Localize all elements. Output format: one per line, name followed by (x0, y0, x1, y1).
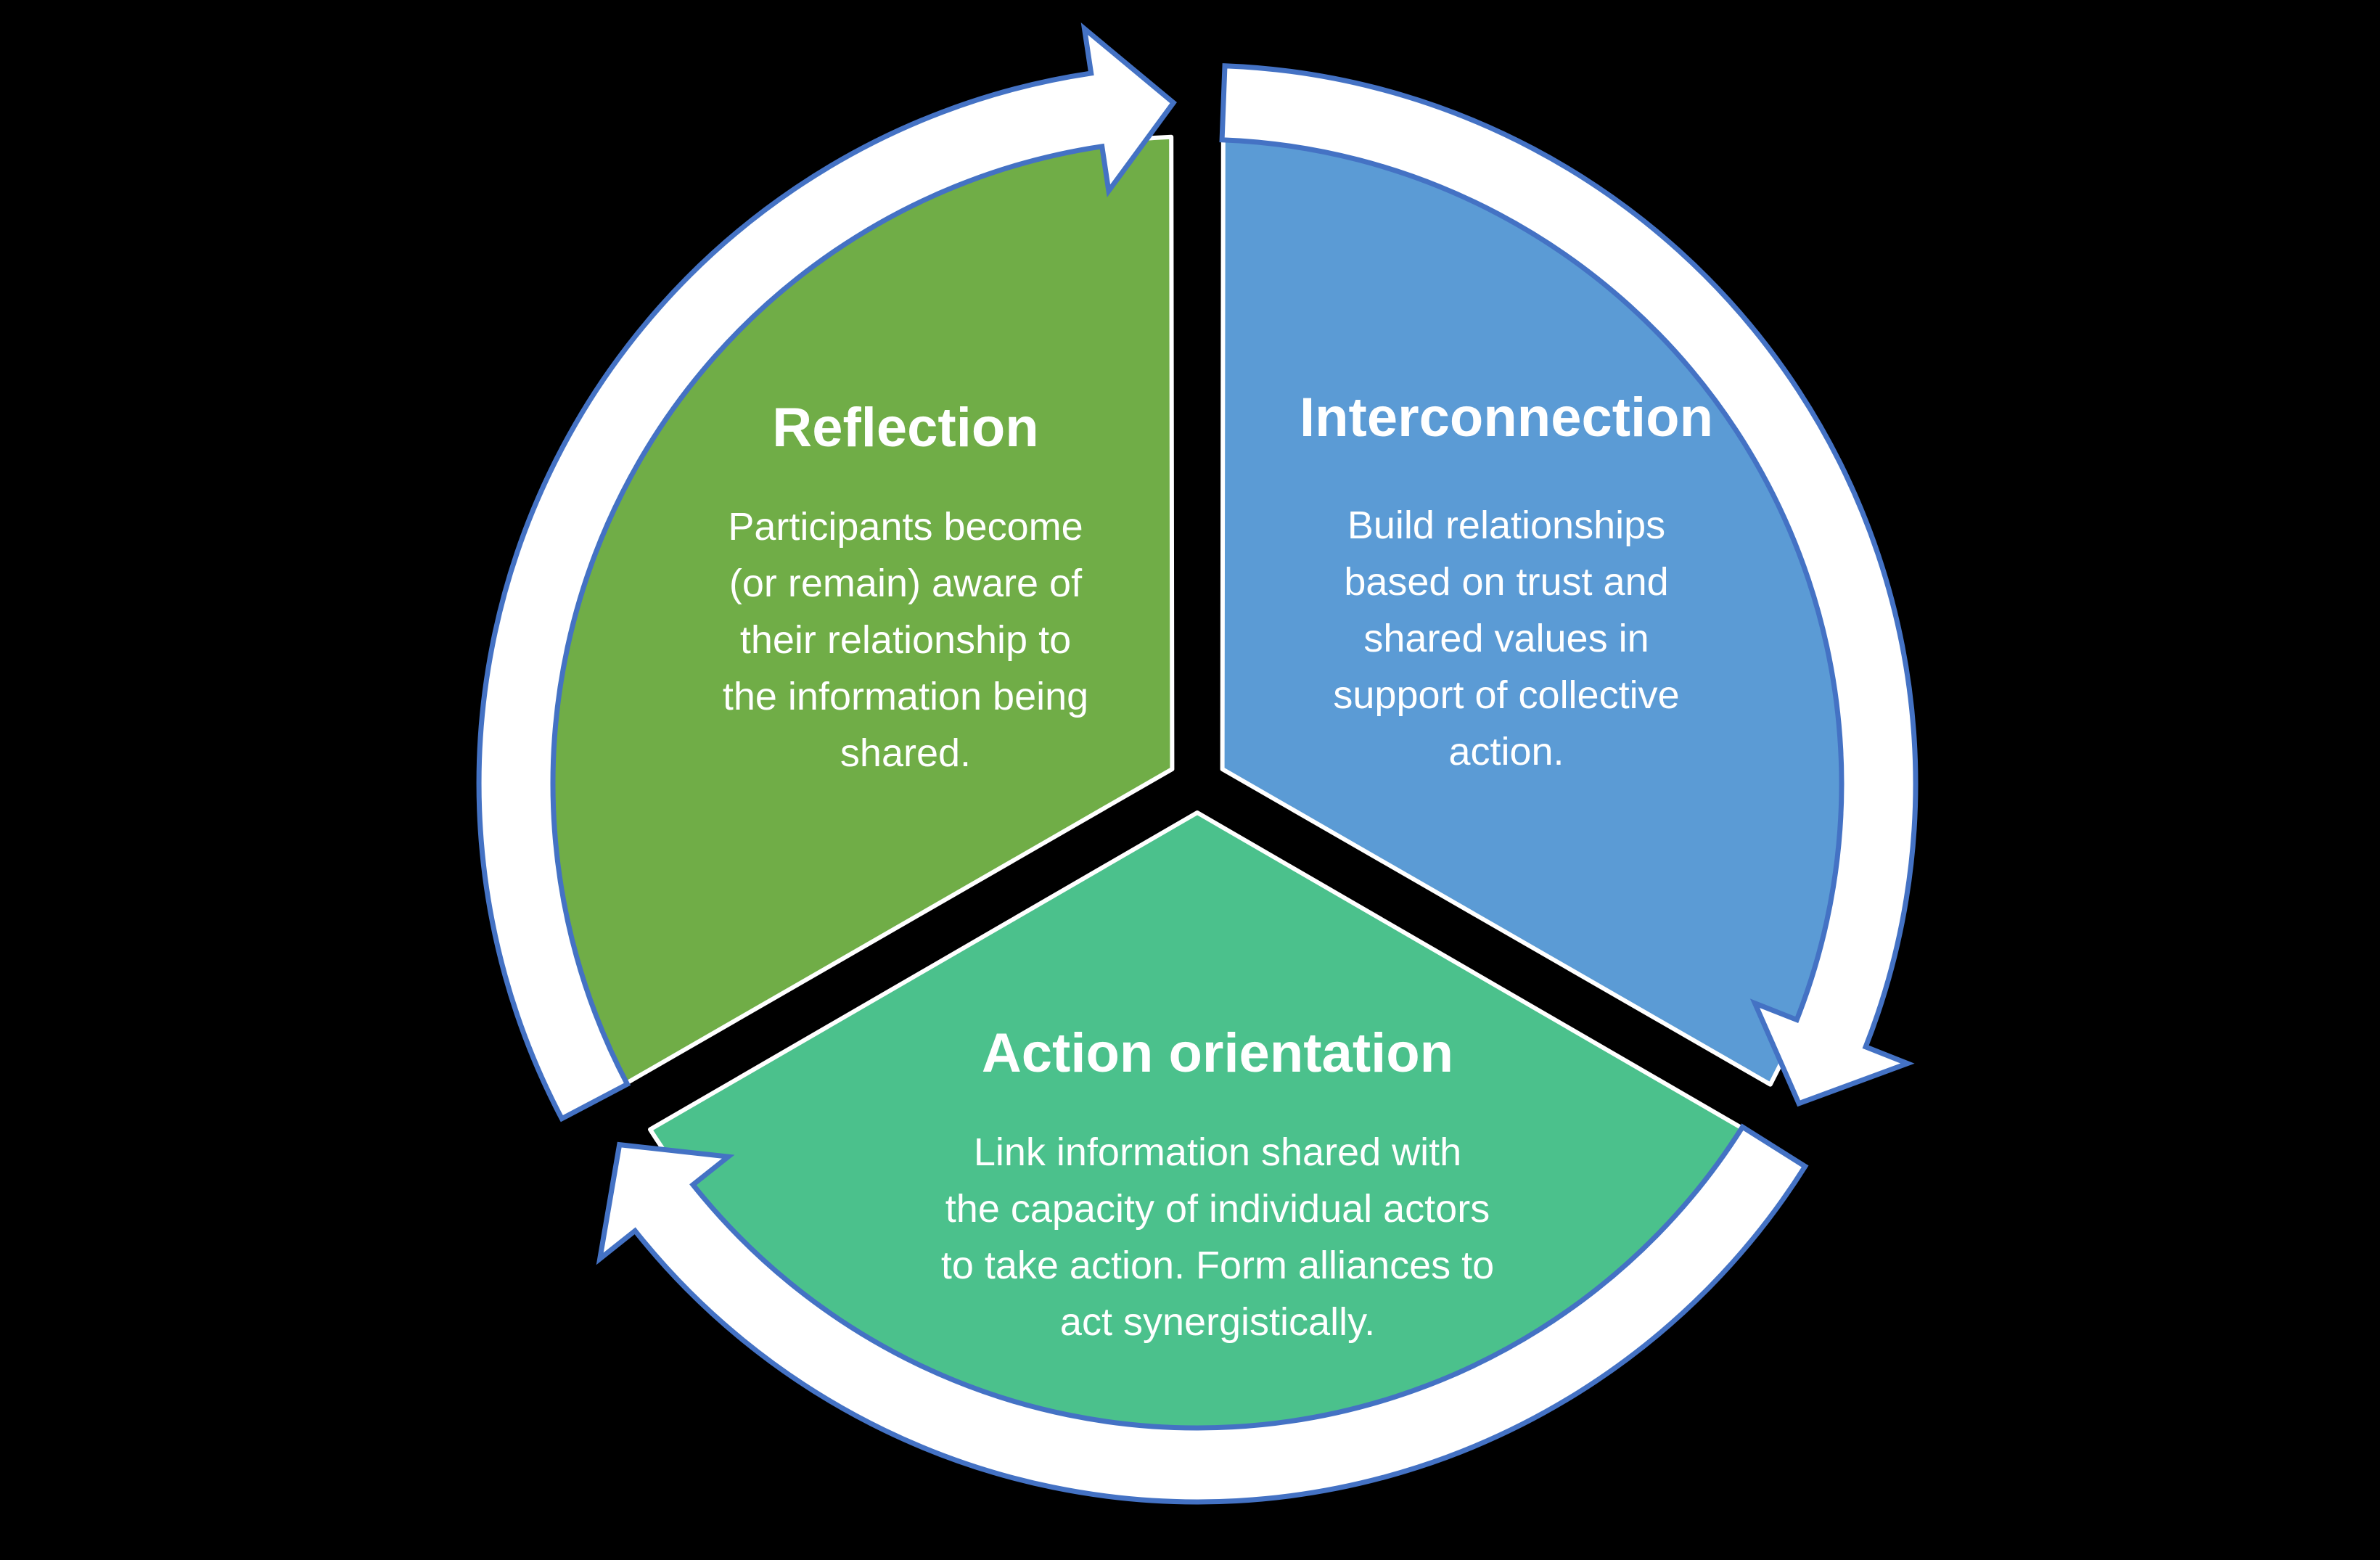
ring-arrow-action-orientation (596, 1123, 1809, 1505)
reflection-body: Participants become (or remain) aware of… (722, 505, 1089, 775)
interconnection-title: Interconnection (1299, 387, 1714, 448)
reflection-title: Reflection (772, 397, 1039, 459)
ring-arrow-reflection (476, 22, 1177, 1122)
interconnection-body: Build relationships based on trust and s… (1333, 504, 1680, 773)
action-orientation-body: Link information shared with the capacit… (940, 1130, 1495, 1344)
wheel (476, 22, 1919, 1505)
action-orientation-title: Action orientation (981, 1022, 1454, 1084)
ring-arrow-interconnection (1219, 63, 1919, 1107)
